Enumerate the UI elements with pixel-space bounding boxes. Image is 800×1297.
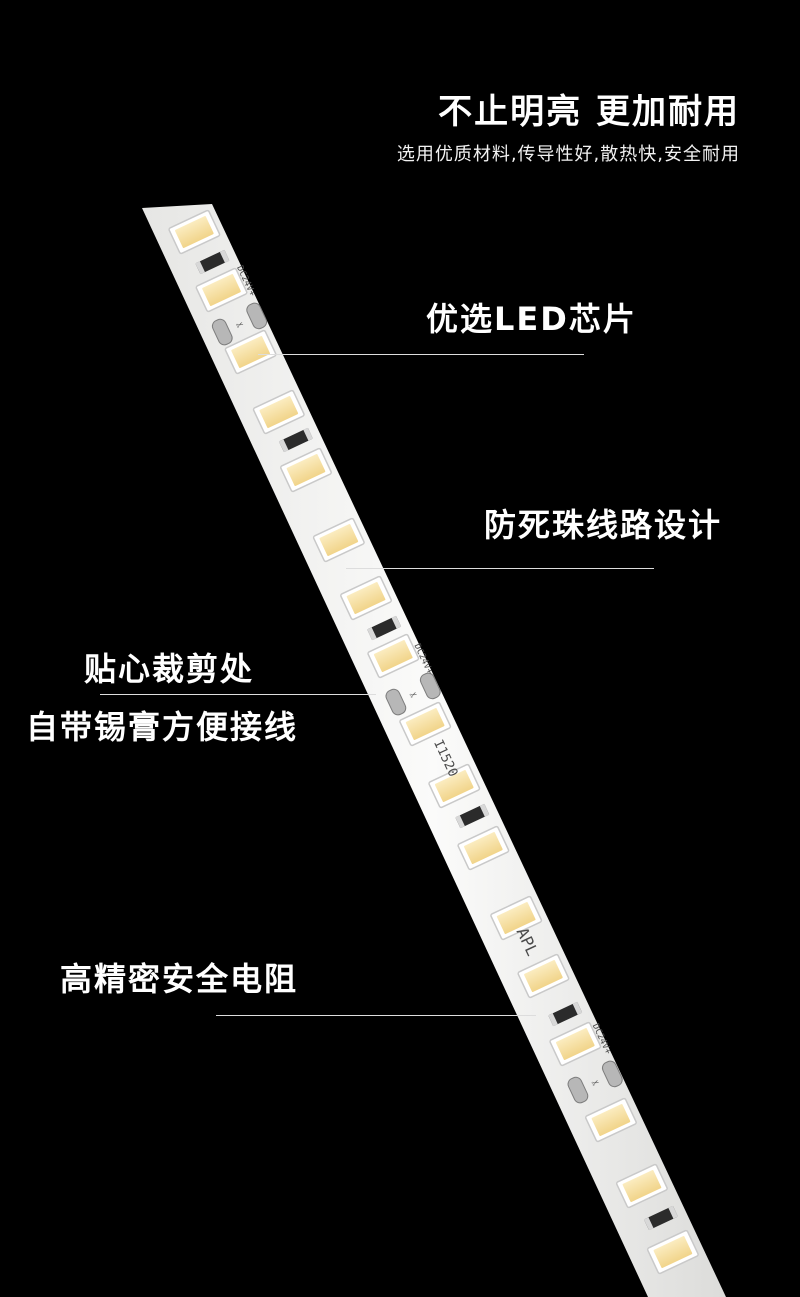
led-chip <box>252 389 305 435</box>
led-chip <box>168 209 221 255</box>
led-chip <box>585 1097 637 1143</box>
callout-led-chip: 优选LED芯片 <box>426 300 637 338</box>
leader-line-route <box>346 568 654 569</box>
leader-line-led-chip <box>258 354 584 355</box>
headline-subtitle: 选用优质材料,传导性好,散热快,安全耐用 <box>396 144 740 165</box>
resistor-chip <box>195 249 230 275</box>
callout-cut-point: 贴心裁剪处 <box>84 650 255 688</box>
led-chip <box>490 895 543 941</box>
resistor-chip <box>455 803 490 829</box>
resistor-chip <box>548 1001 583 1027</box>
callout-anti-dead-route: 防死珠线路设计 <box>484 506 723 544</box>
resistor-chip <box>643 1205 678 1231</box>
leader-line-cut-point <box>100 694 376 695</box>
led-chip <box>340 575 392 621</box>
led-chip <box>457 825 510 871</box>
callout-solder-paste: 自带锡膏方便接线 <box>26 708 299 746</box>
led-chip <box>224 329 277 375</box>
scissors-icon: ✂ <box>590 1077 601 1089</box>
led-chip <box>399 701 452 747</box>
led-chip <box>195 267 248 313</box>
led-chip <box>646 1229 699 1275</box>
solder-pad-pair: ✂ <box>567 1060 623 1104</box>
strip-components: ✂ ✂ ✂ <box>168 209 699 1275</box>
led-chip <box>615 1163 668 1209</box>
scissors-icon: ✂ <box>408 689 419 701</box>
headline-title: 不止明亮 更加耐用 <box>438 92 740 132</box>
resistor-chip <box>278 427 313 453</box>
led-chip <box>517 953 570 999</box>
led-chip <box>428 763 481 809</box>
scissors-icon: ✂ <box>235 319 246 331</box>
led-chip <box>280 447 332 493</box>
resistor-chip <box>367 615 402 641</box>
led-chip <box>367 633 420 679</box>
led-chip <box>312 517 365 563</box>
solder-pad-pair: ✂ <box>211 302 268 346</box>
solder-pad-pair: ✂ <box>385 672 441 716</box>
leader-line-resistor <box>216 1015 536 1016</box>
callout-resistor: 高精密安全电阻 <box>60 960 299 998</box>
led-chip <box>549 1021 602 1067</box>
